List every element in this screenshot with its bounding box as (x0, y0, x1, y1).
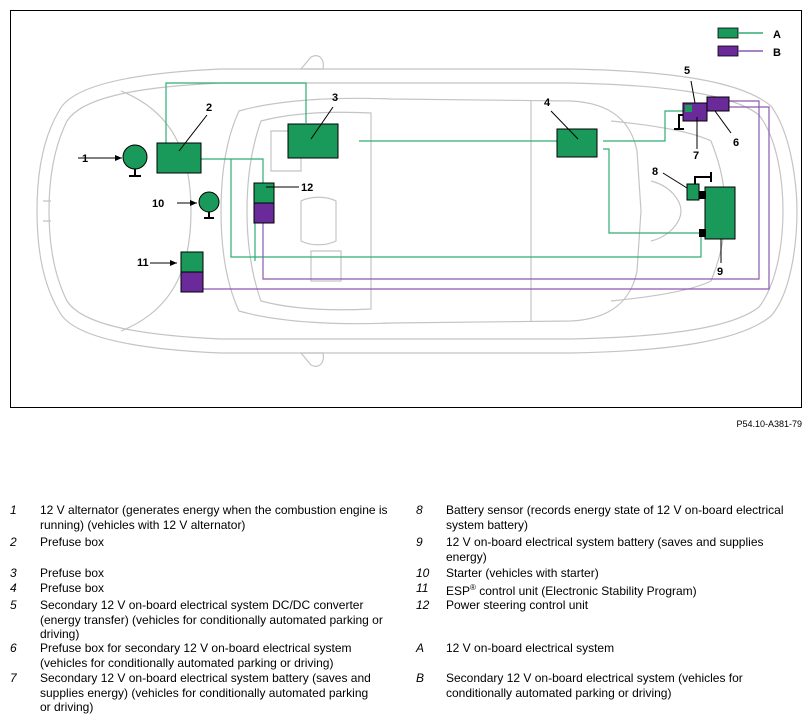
alternator-icon: 1 (78, 144, 148, 177)
car-outline (36, 55, 798, 367)
callout-12: 12 (301, 182, 313, 194)
legend-key-b: B (773, 47, 781, 59)
diagram-frame: 1 2 3 4 5 6 (10, 10, 802, 408)
secondary-battery-7: 7 (674, 114, 699, 162)
callout-5: 5 (684, 65, 690, 77)
callout-1: 1 (82, 153, 88, 165)
prefuse-box-2: 2 (156, 102, 212, 174)
prefuse-box-4: 4 (544, 97, 598, 158)
callout-3: 3 (332, 92, 338, 104)
power-steering-12: 12 (253, 182, 313, 224)
vehicle-diagram: 1 2 3 4 5 6 (36, 27, 798, 367)
figure-code: P54.10-A381-79 (736, 419, 802, 429)
callout-4: 4 (544, 97, 551, 109)
callout-2: 2 (206, 102, 212, 114)
esp-control-unit-11: 11 (137, 251, 204, 293)
starter-icon: 10 (152, 191, 220, 219)
prefuse-box-6: 6 (706, 96, 739, 149)
callout-7: 7 (693, 150, 699, 162)
callout-6: 6 (733, 137, 739, 149)
dcdc-converter-5: 5 (682, 65, 708, 122)
diagram-legend: A B (717, 27, 781, 59)
callout-10: 10 (152, 198, 164, 210)
network-a-lines (165, 82, 707, 261)
callout-11: 11 (137, 257, 149, 269)
battery-sensor-8: 8 (652, 166, 712, 201)
main-battery-9: 9 (699, 186, 736, 278)
legend-key-a: A (773, 29, 781, 41)
callout-9: 9 (717, 266, 723, 278)
network-b-lines (203, 100, 770, 290)
callout-8: 8 (652, 166, 658, 178)
prefuse-box-3: 3 (287, 92, 339, 159)
